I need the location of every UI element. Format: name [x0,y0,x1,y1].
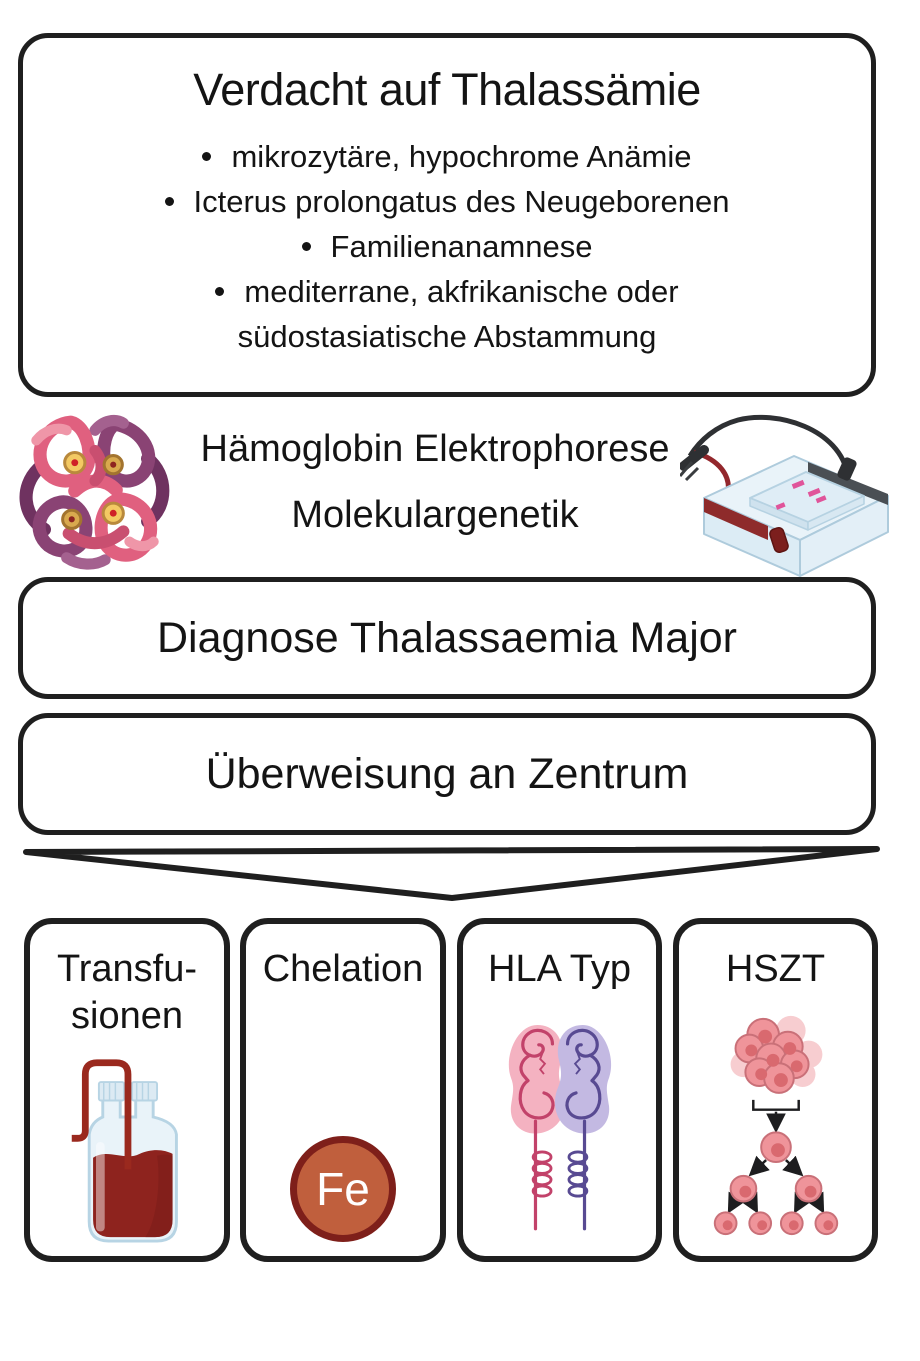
diagnosis-label: Diagnose Thalassaemia Major [157,613,737,662]
card-label: HLA Typ [488,946,631,993]
bullet-text: mikrozytäre, hypochrome Anämie [231,139,692,174]
card-label-line1: HSZT [725,948,826,990]
funnel-arrow [0,842,920,911]
bullet-item: mediterrane, akfrikanische oder [215,269,679,314]
bullet-text: mediterrane, akfrikanische oder [244,274,679,309]
iron-fe-icon: Fe [246,993,440,1256]
card-label-line1: HLA Typ [488,948,631,990]
suspicion-bullet-list: mikrozytäre, hypochrome Anämie Icterus p… [23,134,871,359]
card-label-line1: Chelation [262,948,424,990]
bullet-item: Familienanamnese [301,224,593,269]
bullet-text: Familienanamnese [330,229,593,264]
bullet-text: Icterus prolongatus des Neugeborenen [193,184,730,219]
bullet-item: Icterus prolongatus des Neugeborenen [164,179,730,224]
bullet-item-continuation: südostasiatische Abstammung [238,314,657,359]
bullet-item: mikrozytäre, hypochrome Anämie [202,134,692,179]
bullet-text: südostasiatische Abstammung [237,319,657,354]
diagnostics-line-1: Hämoglobin Elektrophorese [200,428,670,470]
fe-badge: Fe [290,1136,396,1242]
diagnostics-line-2: Molekulargenetik [291,494,579,536]
bullet-dot [164,197,174,206]
suspicion-title: Verdacht auf Thalassämie [193,64,701,115]
card-label-line2: sionen [71,995,183,1037]
fe-symbol: Fe [316,1163,370,1215]
gel-electrophoresis-icon [678,398,912,593]
referral-label: Überweisung an Zentrum [205,749,689,798]
referral-box: Überweisung an Zentrum [18,713,876,835]
suspicion-box: Verdacht auf Thalassämie mikrozytäre, hy… [18,33,876,397]
diagnosis-box: Diagnose Thalassaemia Major [18,577,876,699]
bullet-dot [301,242,311,251]
card-label: HSZT [726,946,825,993]
card-label-line1: Transfu- [56,948,198,990]
hemoglobin-molecule-icon [8,406,180,583]
treatment-card-hszt: HSZT [673,918,878,1262]
treatment-card-transfusions: Transfu- sionen [24,918,230,1262]
card-label: Chelation [263,946,424,993]
hla-molecules-icon [463,993,656,1256]
bullet-dot [202,152,212,161]
card-label: Transfu- sionen [57,946,197,1040]
treatment-card-hla-typ: HLA Typ [457,918,662,1262]
blood-bottle-icon [30,1040,224,1256]
stem-cell-differentiation-icon [679,993,872,1256]
treatment-card-chelation: Chelation Fe [240,918,446,1262]
heme-groups [61,451,125,530]
bullet-dot [215,287,225,296]
